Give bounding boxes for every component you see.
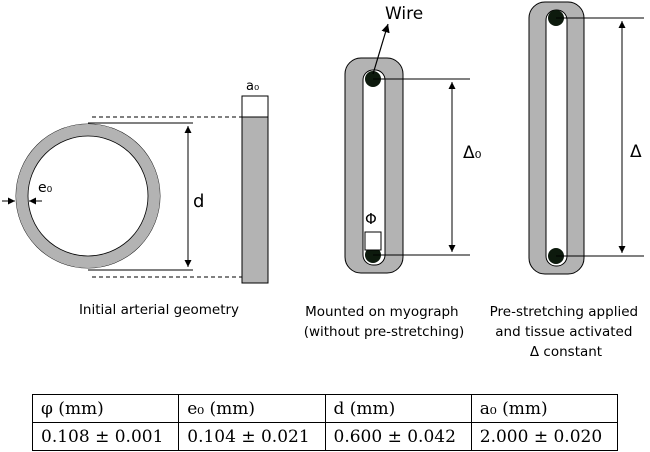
wire-label: Wire [385,4,423,24]
table-values-row: 0.108 ± 0.001 0.104 ± 0.021 0.600 ± 0.04… [31,422,619,451]
value-e0: 0.104 ± 0.021 [178,422,326,451]
stretched-lumen [545,9,568,267]
artery-lumen-edge [27,135,149,257]
header-d: d (mm) [324,394,472,423]
value-d: 0.600 ± 0.042 [324,422,472,451]
artery-ring-fill [16,124,160,268]
a0-label: a₀ [246,79,259,94]
parameters-table: φ (mm) e₀ (mm) d (mm) a₀ (mm) 0.108 ± 0.… [31,394,619,451]
delta0-label: Δ₀ [463,143,482,163]
table-header-row: φ (mm) e₀ (mm) d (mm) a₀ (mm) [31,394,619,423]
value-a0: 2.000 ± 0.020 [470,422,619,451]
arterial-geometry-diagram: e₀ d a₀ Initial arterial geometry Wire Φ [2,1,644,360]
a0-bracket [241,95,269,118]
header-a0: a₀ (mm) [470,394,619,423]
phi-label: Φ [365,210,377,228]
caption-initial-geometry: Initial arterial geometry [79,302,239,318]
panel-prestretched: Δ Pre-stretching applied and tissue acti… [490,1,644,360]
header-e0: e₀ (mm) [178,394,326,423]
artery-side-view [241,116,269,284]
caption-prestretched: Pre-stretching applied and tissue activa… [490,304,643,360]
e0-label: e₀ [38,180,53,196]
caption-mounted: Mounted on myograph (without pre-stretch… [304,304,465,340]
delta-label: Δ [630,142,642,162]
d-label: d [193,191,204,212]
panel-mounted: Wire Φ Δ₀ Mounted on myograph (without p… [304,4,482,340]
value-phi: 0.108 ± 0.001 [31,422,180,451]
panel-initial-geometry: e₀ d a₀ Initial arterial geometry [2,79,269,318]
phi-bracket [364,231,382,251]
wire-pointer-arrow [372,23,390,75]
header-phi: φ (mm) [31,394,180,423]
